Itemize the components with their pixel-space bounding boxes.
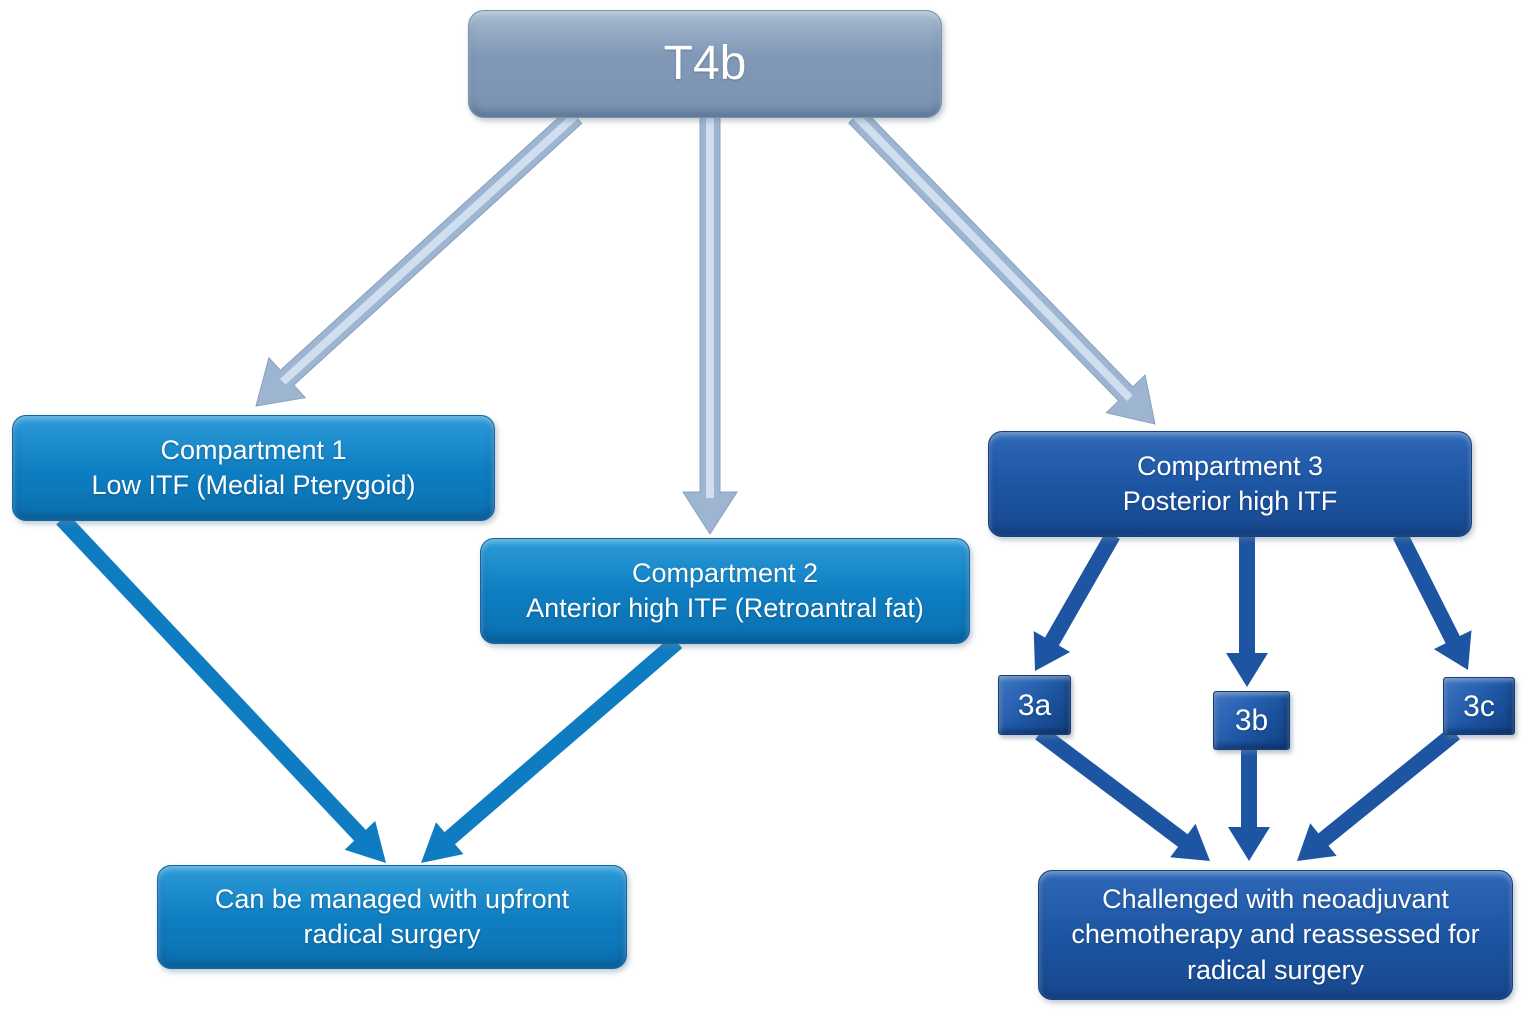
node-compartment-3: Compartment 3 Posterior high ITF <box>988 431 1472 537</box>
flow-arrow <box>1035 726 1210 861</box>
node-compartment-3-title: Compartment 3 <box>1136 450 1324 481</box>
node-compartment-1: Compartment 1 Low ITF (Medial Pterygoid) <box>12 415 495 521</box>
node-3a-label: 3a <box>1017 688 1052 722</box>
node-t4b: T4b <box>468 10 942 118</box>
node-compartment-3-subtitle: Posterior high ITF <box>1122 486 1338 516</box>
node-outcome-neoadjuvant: Challenged with neoadjuvant chemotherapy… <box>1038 870 1513 1000</box>
node-compartment-2: Compartment 2 Anterior high ITF (Retroan… <box>480 538 970 644</box>
node-3b: 3b <box>1213 691 1290 750</box>
node-3b-label: 3b <box>1234 704 1269 737</box>
flow-arrow <box>1392 531 1472 670</box>
node-compartment-1-title: Compartment 1 <box>160 434 347 465</box>
node-t4b-label: T4b <box>663 36 747 90</box>
flow-arrow <box>1033 531 1120 671</box>
node-outcome-neoadjuvant-label: Challenged with neoadjuvant chemotherapy… <box>1071 884 1480 985</box>
flow-arrow <box>56 513 386 863</box>
flow-arrow <box>421 635 683 863</box>
node-outcome-upfront-surgery-label: Can be managed with upfront radical surg… <box>214 883 570 949</box>
flow-arrow <box>1297 726 1460 861</box>
node-compartment-2-title: Compartment 2 <box>631 557 819 588</box>
node-outcome-upfront-surgery: Can be managed with upfront radical surg… <box>157 865 627 969</box>
node-3a: 3a <box>998 675 1071 735</box>
flow-arrow <box>1226 535 1268 687</box>
node-3c: 3c <box>1443 677 1515 735</box>
node-compartment-1-subtitle: Low ITF (Medial Pterygoid) <box>91 470 416 500</box>
flow-arrow-highlight <box>853 113 1133 401</box>
node-compartment-2-subtitle: Anterior high ITF (Retroantral fat) <box>526 593 924 623</box>
node-3c-label: 3c <box>1463 689 1495 723</box>
flow-arrow <box>1228 747 1270 861</box>
flow-arrow-highlight <box>279 113 578 385</box>
